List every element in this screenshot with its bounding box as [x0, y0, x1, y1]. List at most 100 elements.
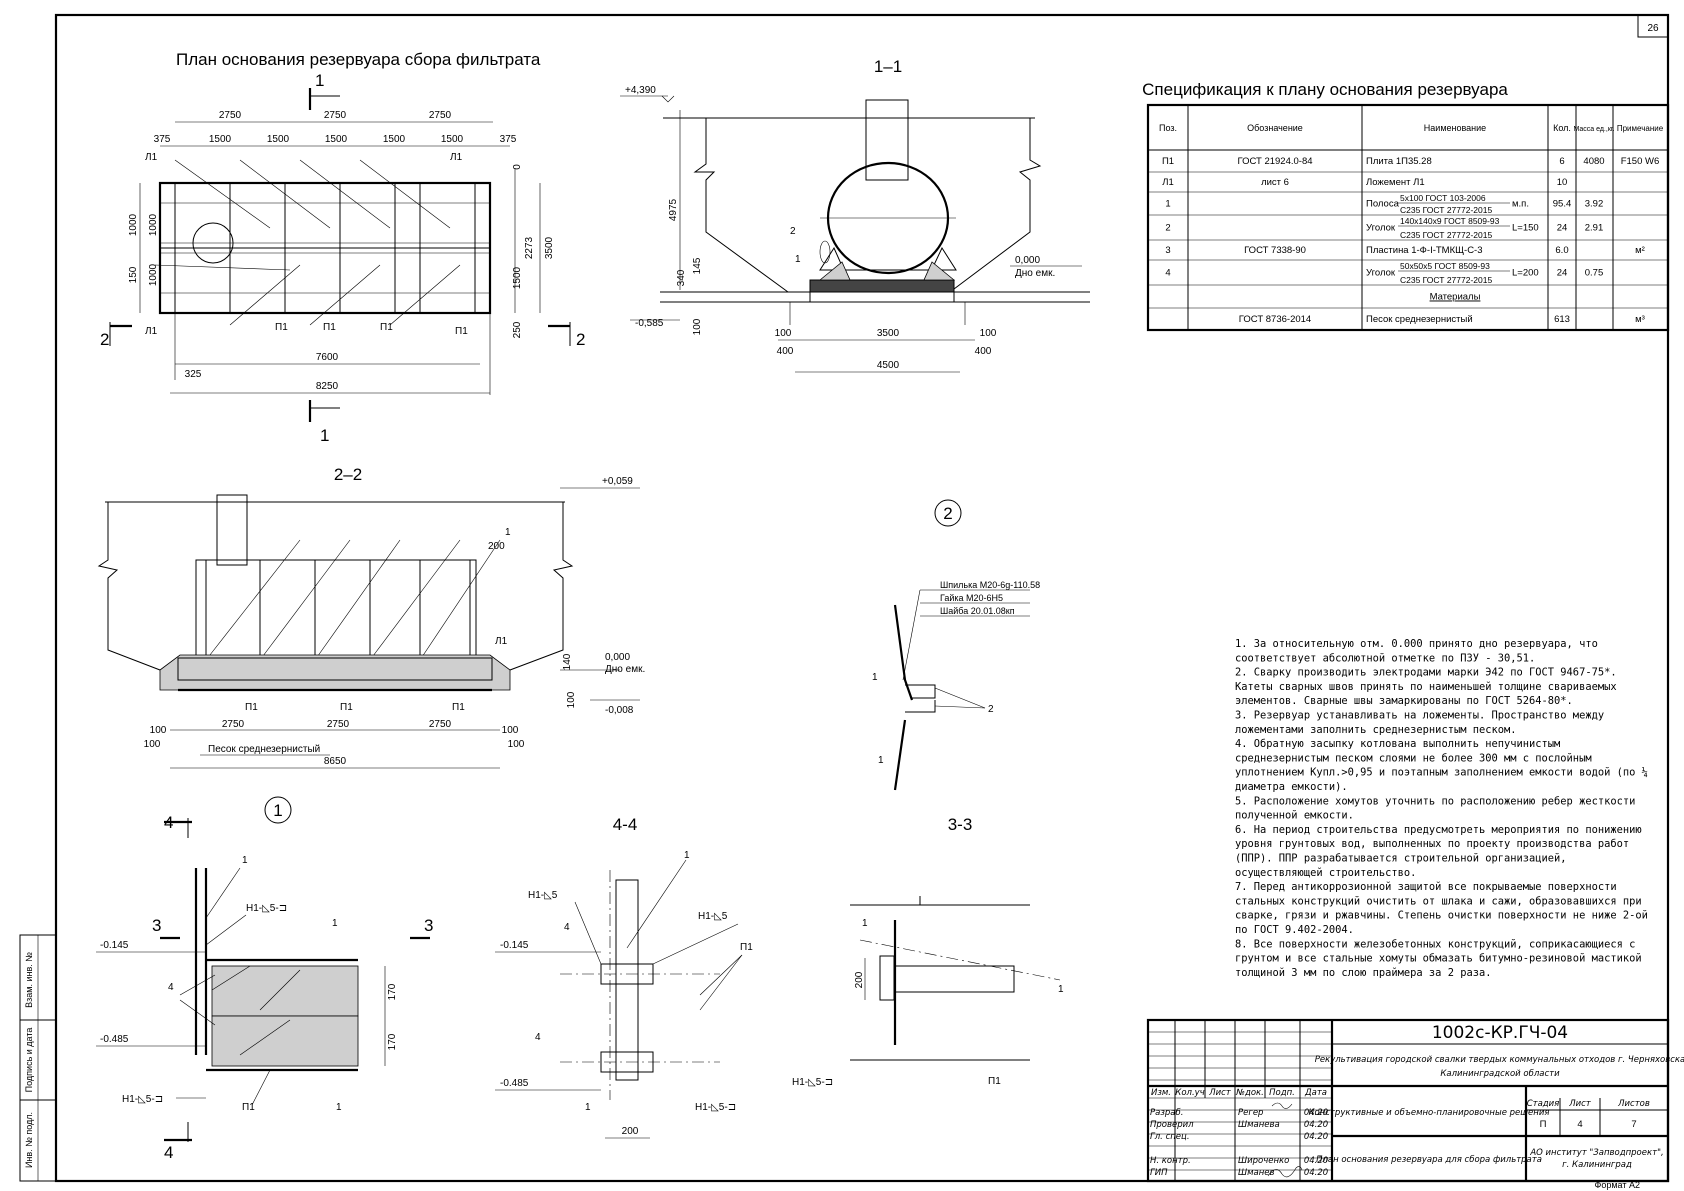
stamp-col-2: Кол.уч: [1175, 1088, 1204, 1098]
sec22-dim-100-3: 100: [502, 725, 519, 736]
stamp-name: Шманева: [1238, 1120, 1280, 1130]
node44-label-h1-bottom: Н1-◺5-⊐: [695, 1102, 736, 1113]
node1-label-4: 4: [168, 982, 174, 993]
plan-dim-left-1: 1000: [128, 213, 139, 236]
node44-label-h1-right: Н1-◺5: [698, 911, 728, 922]
node44-dim-200: 200: [622, 1126, 639, 1137]
sec11-elev-top: +4,390: [625, 85, 656, 96]
node1-label-1-bottom: 1: [336, 1102, 342, 1113]
spec-cell-mass: 2.91: [1585, 223, 1604, 234]
stamp-date: 04.20: [1304, 1120, 1328, 1130]
side-label-3: Инв. № подл.: [24, 1112, 34, 1168]
spec-cell-code: ГОСТ 8736-2014: [1239, 314, 1311, 325]
node-3-3: 3-3 200 1 1 Н1-◺5-⊐ П1: [792, 815, 1064, 1088]
stamp-role: Гл. спец.: [1150, 1132, 1190, 1142]
stamp-date: 04.20: [1304, 1132, 1328, 1142]
sheet-number-box: [1637, 14, 1669, 38]
stamp-org-1: АО институт "Запводпроект",: [1529, 1148, 1663, 1158]
spec-cell-qty: 613: [1554, 314, 1570, 325]
node44-label-4-bottom: 4: [535, 1032, 541, 1043]
stamp-col-4: №док.: [1235, 1088, 1264, 1098]
spec-cell-name-bottom: С235 ГОСТ 27772-2015: [1400, 205, 1492, 215]
sec11-dim-3500: 3500: [877, 328, 900, 339]
plan-mark-1-bottom: 1: [320, 426, 329, 445]
spec-h-note: Примечание: [1617, 124, 1664, 133]
spec-cell-name: Уголок: [1366, 268, 1396, 279]
stamp-stage-val-1: П: [1540, 1119, 1547, 1130]
plan-label-p1-3: П1: [380, 322, 393, 333]
stamp-stage-head-3: Листов: [1617, 1099, 1650, 1109]
stamp-date: 04.20: [1304, 1168, 1328, 1178]
spec-cell-name-top: 50х50х5 ГОСТ 8509-93: [1400, 261, 1490, 271]
stamp-org-2: г. Калининград: [1562, 1160, 1632, 1170]
sec11-dim-4500: 4500: [877, 360, 900, 371]
spec-cell-code: лист 6: [1261, 177, 1289, 188]
spec-cell-name: Ложемент Л1: [1366, 177, 1425, 188]
note-line: по ГОСТ 9.402-2004.: [1235, 924, 1354, 936]
sec22-dim-100: 100: [566, 691, 577, 708]
plan-hatch-circle: [192, 222, 234, 264]
spec-h-code: Обозначение: [1247, 123, 1303, 133]
spec-cell-pos: 1: [1165, 199, 1170, 210]
plan-dim-right-5: 250: [512, 321, 523, 338]
side-label-2: Подпись и дата: [24, 1028, 34, 1093]
note-line: уровня грунтовых вод, выполненных по про…: [1235, 838, 1629, 850]
sheet-number: 26: [1647, 23, 1659, 34]
signature-1: [1271, 1102, 1293, 1109]
note-line: соответствует абсолютной отметке по ПЗУ …: [1235, 652, 1535, 664]
sec22-label-p1-1: П1: [245, 702, 258, 713]
stamp-project-1: Рекультивация городской свалки твердых к…: [1315, 1055, 1684, 1065]
plan-label-p1-2: П1: [323, 322, 336, 333]
general-notes: 1. За относительную отм. 0.000 принято д…: [1235, 638, 1648, 979]
plan-dim-2-5: 1500: [383, 134, 406, 145]
plan-dim-right-1: 0: [512, 164, 523, 170]
stamp-stage-val-3: 7: [1631, 1119, 1636, 1130]
stamp-date: 04.20: [1304, 1156, 1328, 1166]
node44-label-4-top: 4: [564, 922, 570, 933]
sec22-elev-top: +0,059: [602, 476, 633, 487]
plan-mark-1-top: 1: [315, 71, 324, 90]
sec22-label-p1-2: П1: [340, 702, 353, 713]
plan-label-p1-4: П1: [455, 326, 468, 337]
node2-fastener-3: Шайба 20.01.08кп: [940, 606, 1015, 616]
plan-dim-2-2: 1500: [209, 134, 232, 145]
spec-h-name: Наименование: [1424, 123, 1486, 133]
signature-2: [1267, 1166, 1303, 1178]
spec-cell-suffix: м.п.: [1512, 199, 1529, 210]
node33-label-h1: Н1-◺5-⊐: [792, 1077, 833, 1088]
spec-cell-suffix: L=200: [1512, 268, 1539, 279]
sec22-dim-2750-1: 2750: [222, 719, 245, 730]
node44-elev-2: -0.485: [500, 1078, 529, 1089]
spec-cell-note: F150 W6: [1621, 156, 1660, 167]
note-line: 4. Обратную засыпку котлована выполнить …: [1235, 738, 1560, 750]
sec11-dim-400b: 400: [975, 346, 992, 357]
spec-cell-code: ГОСТ 21924.0-84: [1237, 156, 1312, 167]
node44-elev-1: -0.145: [500, 940, 529, 951]
node-4-4: 4-4 -0.145 -0.485 1 Н1-◺5 Н1-◺5 4 П1 4 1…: [495, 815, 753, 1139]
note-line: грунтом и все стальные хомуты обмазать б…: [1235, 953, 1642, 965]
title-block: 1002с-КР.ГЧ-04 Рекультивация городской с…: [1146, 1018, 1684, 1183]
sec22-label-p1-3: П1: [452, 702, 465, 713]
plan-dim-2-3: 1500: [267, 134, 290, 145]
node2-label-1-bottom: 1: [878, 755, 884, 766]
plan-dim-2-8: 375: [500, 134, 517, 145]
plan-dim-bottom-2: 325: [185, 369, 202, 380]
note-line: сварке, грязи и ржавчины. Степень очистк…: [1235, 910, 1648, 922]
stamp-role: ГИП: [1150, 1168, 1168, 1178]
note-line: ложементами заполнить среднезернистым пе…: [1235, 724, 1517, 736]
node1-label-1-top: 1: [242, 855, 248, 866]
spec-cell-pos: 2: [1165, 223, 1170, 234]
plan-dim-bottom-3: 8250: [316, 381, 339, 392]
spec-row: Материалы: [1430, 292, 1481, 303]
spec-cell-qty: 24: [1557, 223, 1568, 234]
sec22-label-1: 1: [505, 527, 511, 538]
node1-mark-4-bottom: 4: [164, 1143, 173, 1162]
spec-cell-note: м³: [1635, 314, 1645, 325]
node1-marker: 1: [273, 801, 282, 820]
sec11-elev-bottom: -0,585: [635, 318, 664, 329]
node2-label-1-top: 1: [872, 672, 878, 683]
sec11-dim-340: 340: [676, 269, 687, 286]
